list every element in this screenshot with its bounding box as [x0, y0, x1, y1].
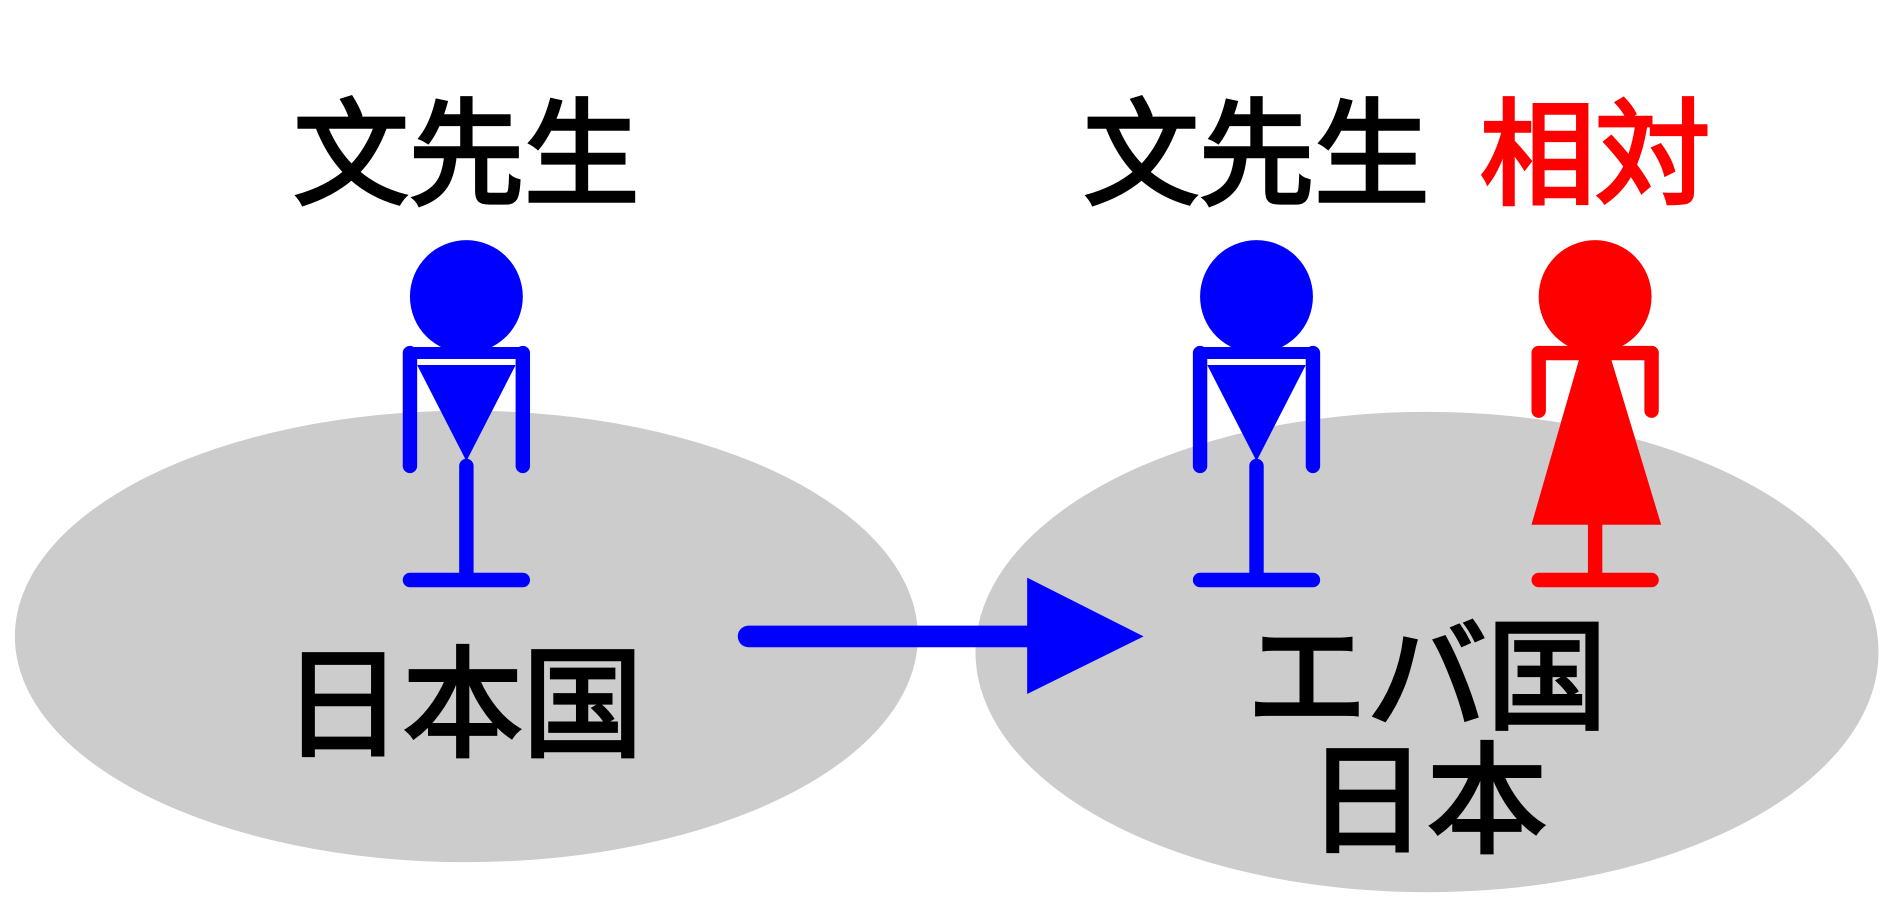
right-country-label-2: 日本	[1307, 733, 1547, 872]
right-country-label-1: エバ国	[1247, 609, 1607, 748]
arrow-right-icon	[737, 577, 1144, 695]
right-partner-label: 相対	[1480, 89, 1711, 223]
country-eva-right	[975, 411, 1879, 893]
right-person-label: 文先生	[1084, 89, 1430, 223]
male-figure-icon	[402, 240, 531, 588]
female-figure-icon	[1531, 240, 1662, 588]
left-country-label: 日本国	[283, 637, 643, 776]
country-japan-left	[14, 410, 918, 863]
male-figure-icon	[1192, 240, 1321, 588]
left-person-label: 文先生	[293, 89, 639, 223]
